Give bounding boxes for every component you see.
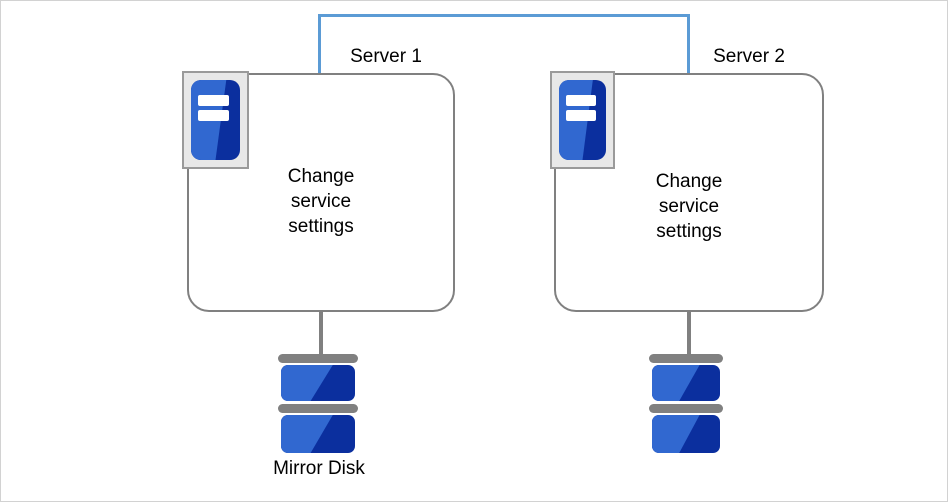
server-2-label: Server 2	[713, 46, 785, 67]
disk-plate-upper	[652, 365, 720, 401]
server-1-body-line-3: settings	[288, 216, 354, 237]
disk-bar-top	[278, 354, 358, 363]
server-1-body-line-1: Change	[287, 166, 355, 187]
server-1-disk-connector	[319, 311, 323, 359]
server-icon-bar-top	[197, 95, 230, 106]
server-2-body-text: Change service settings	[619, 169, 759, 244]
server-icon-body	[559, 80, 606, 160]
server-icon-bar-bottom	[197, 110, 230, 121]
server-1-label: Server 1	[350, 46, 422, 67]
mirror-disk-1-icon	[278, 354, 358, 454]
server-2-body-line-2: service	[658, 196, 720, 217]
server-2-disk-connector	[687, 311, 691, 359]
disk-plate-upper	[281, 365, 355, 401]
server-icon	[182, 71, 249, 169]
interconnect-link	[318, 14, 690, 74]
server-icon-body	[191, 80, 240, 160]
disk-bar-middle	[649, 404, 723, 413]
server-1-body-line-2: service	[290, 191, 352, 212]
mirror-disk-2-icon	[649, 354, 723, 454]
disk-bar-middle	[278, 404, 358, 413]
server-2-body-line-1: Change	[655, 171, 723, 192]
server-icon	[550, 71, 615, 169]
server-icon-bar-top	[565, 95, 596, 106]
disk-plate-lower	[281, 415, 355, 453]
mirror-disk-label: Mirror Disk	[273, 458, 365, 479]
disk-bar-top	[649, 354, 723, 363]
server-icon-bar-bottom	[565, 110, 596, 121]
server-1-body-text: Change service settings	[251, 164, 391, 239]
server-2-body-line-3: settings	[656, 221, 722, 242]
disk-plate-lower	[652, 415, 720, 453]
